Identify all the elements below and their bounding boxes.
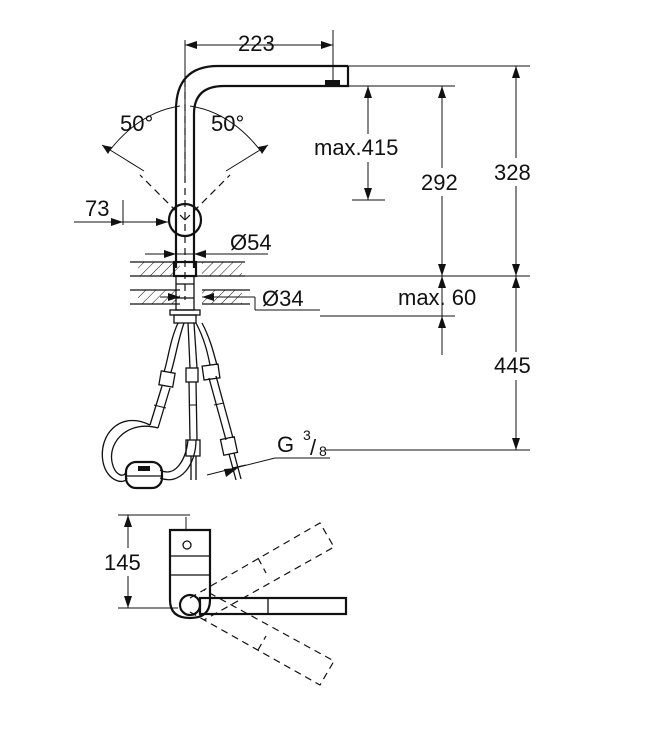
plan-swivel-positions <box>189 522 335 686</box>
dim-label-292: 292 <box>421 170 458 195</box>
dim-label-max60: max. 60 <box>398 285 476 310</box>
dim-label-thread-g: G <box>277 432 294 457</box>
dim-label-328: 328 <box>494 160 531 185</box>
dim-offset <box>74 200 168 226</box>
dim-spout-reach <box>184 30 334 100</box>
dim-total-height <box>348 65 542 276</box>
swivel-angle-lines <box>101 100 269 221</box>
dim-thread <box>206 457 330 477</box>
plan-faucet-body <box>168 517 348 620</box>
dim-label-max415: max.415 <box>314 135 398 160</box>
plan-view: 145 <box>102 514 348 686</box>
side-elevation-view: 223 50° 50° 73 Ø54 Ø34 <box>74 30 542 490</box>
dim-label-thread-den: 8 <box>319 443 327 459</box>
dim-deck-thickness <box>320 276 455 355</box>
dim-label-50-right: 50° <box>211 111 244 136</box>
dim-spout-height <box>348 85 468 276</box>
dim-plan-depth <box>102 514 190 609</box>
dim-label-73: 73 <box>85 196 109 221</box>
dim-hose-length <box>325 276 542 451</box>
dim-label-d34: Ø34 <box>262 286 304 311</box>
dim-body-diameter <box>145 250 268 258</box>
dim-pullout <box>312 85 417 201</box>
faucet-body <box>167 64 350 324</box>
dim-label-d54: Ø54 <box>230 230 272 255</box>
dim-label-445: 445 <box>494 353 531 378</box>
supply-hoses <box>101 322 242 490</box>
dim-label-223: 223 <box>238 31 275 56</box>
dim-label-145: 145 <box>104 550 141 575</box>
dim-label-thread-slash: / <box>310 435 317 460</box>
dim-label-thread-num: 3 <box>303 427 311 443</box>
dim-label-50-left: 50° <box>120 111 153 136</box>
dim-hole-diameter <box>160 293 320 311</box>
